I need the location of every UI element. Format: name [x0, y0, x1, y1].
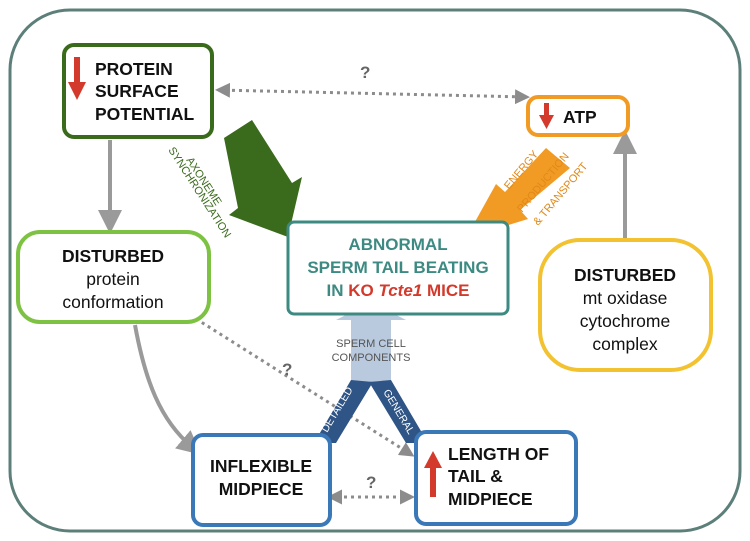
svg-text:mt oxidase: mt oxidase: [583, 288, 668, 308]
sperm-cell-stem: [336, 302, 406, 382]
protein-surface-potential-label: PROTEIN SURFACE POTENTIAL: [95, 59, 194, 124]
svg-text:MIDPIECE: MIDPIECE: [219, 479, 304, 499]
svg-text:LENGTH OF: LENGTH OF: [448, 444, 549, 464]
down-arrow-icon: [68, 57, 86, 100]
svg-text:TAIL &: TAIL &: [448, 466, 503, 486]
question-mark-middle: ?: [282, 360, 292, 379]
question-mark-bottom: ?: [366, 473, 376, 492]
length-of-tail-midpiece-box: [414, 430, 578, 526]
abnormal-sperm-tail-beating-label: ABNORMAL SPERM TAIL BEATING IN KO Tcte1 …: [307, 235, 488, 300]
energy-arrow: [466, 148, 570, 238]
length-of-tail-midpiece-label: LENGTH OF TAIL & MIDPIECE: [448, 444, 549, 509]
signaling-arrow: [224, 120, 302, 237]
svg-text:IN KO Tcte1 MICE: IN KO Tcte1 MICE: [327, 281, 470, 300]
svg-text:cytochrome: cytochrome: [580, 311, 670, 331]
disturbed-mt-oxidase-label: DISTURBED mt oxidase cytochrome complex: [574, 265, 676, 354]
disturbed-mt-oxidase-box: [538, 238, 713, 372]
svg-text:SPERM CELL: SPERM CELL: [336, 338, 406, 350]
protein-surface-potential-box: [62, 43, 214, 139]
up-arrow-icon: [424, 451, 442, 497]
down-arrow-icon: [539, 103, 554, 129]
svg-text:conformation: conformation: [62, 292, 163, 312]
svg-text:SYNCHRONIZATION: SYNCHRONIZATION: [165, 145, 233, 240]
svg-text:ABNORMAL: ABNORMAL: [348, 235, 447, 254]
detailed-branch: [314, 380, 373, 443]
atp-box: [526, 95, 630, 137]
abnormal-sperm-tail-beating-box: [286, 220, 510, 316]
dotted-connector-top: [215, 82, 530, 105]
svg-text:MIDPIECE: MIDPIECE: [448, 489, 533, 509]
svg-text:SPERM TAIL BEATING: SPERM TAIL BEATING: [307, 258, 488, 277]
arrow-conformation-to-midpiece: [133, 324, 202, 455]
svg-text:PROTEIN: PROTEIN: [95, 59, 173, 79]
general-branch: [369, 380, 428, 443]
question-mark-top: ?: [360, 63, 370, 82]
outer-frame: [8, 8, 742, 533]
disturbed-protein-conformation-label: DISTURBED protein conformation: [62, 246, 164, 312]
svg-text:COMPONENTS: COMPONENTS: [332, 352, 411, 364]
disturbed-protein-conformation-box: [16, 230, 211, 324]
svg-text:INFLEXIBLE: INFLEXIBLE: [210, 456, 312, 476]
atp-label: ATP: [563, 107, 597, 127]
sperm-cell-components-label: SPERM CELL COMPONENTS: [332, 338, 411, 364]
svg-text:SURFACE: SURFACE: [95, 81, 179, 101]
signaling-arrow-label-line3: SYNCHRONIZATION: [165, 145, 233, 240]
svg-text:protein: protein: [86, 269, 140, 289]
svg-text:DISTURBED: DISTURBED: [574, 265, 676, 285]
dotted-connector-diagonal: [189, 313, 415, 457]
svg-text:DISTURBED: DISTURBED: [62, 246, 164, 266]
svg-text:complex: complex: [592, 334, 657, 354]
inflexible-midpiece-box: [191, 433, 332, 527]
inflexible-midpiece-label: INFLEXIBLE MIDPIECE: [210, 456, 312, 499]
svg-text:POTENTIAL: POTENTIAL: [95, 104, 194, 124]
